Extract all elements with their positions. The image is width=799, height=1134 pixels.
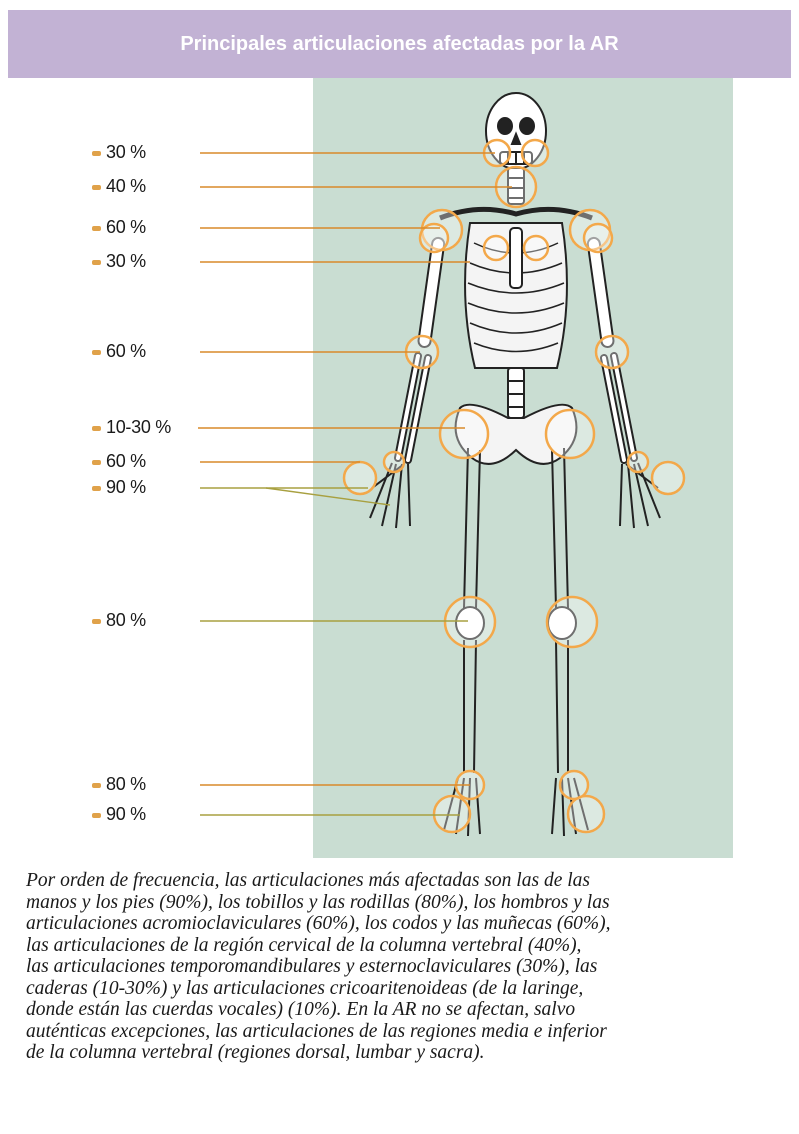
joint-highlight-ankle (560, 771, 588, 799)
percent-label-text: 60 % (106, 217, 146, 237)
percent-label-text: 80 % (106, 610, 146, 630)
joint-highlight-wrist (344, 462, 376, 494)
label-dash (92, 619, 101, 624)
percent-label-cervical: 40 % (92, 176, 146, 197)
caption-line: Por orden de frecuencia, las articulacio… (26, 870, 786, 892)
label-dash (92, 151, 101, 156)
caption-line: caderas (10-30%) y las articulaciones cr… (26, 978, 786, 1000)
joint-highlight-sternoclavicular (484, 236, 508, 260)
percent-label-text: 30 % (106, 142, 146, 162)
percent-label-hip: 10-30 % (92, 417, 171, 438)
percent-label-temporomandibular: 30 % (92, 142, 146, 163)
label-dash (92, 486, 101, 491)
joint-highlight-wrist (652, 462, 684, 494)
percent-label-text: 60 % (106, 341, 146, 361)
caption-line: donde están las cuerdas vocales) (10%). … (26, 999, 786, 1021)
caption-line: auténticas excepciones, las articulacion… (26, 1021, 786, 1043)
caption: Por orden de frecuencia, las articulacio… (26, 870, 786, 1064)
caption-line: manos y los pies (90%), los tobillos y l… (26, 892, 786, 914)
joint-highlight-foot (434, 796, 470, 832)
percent-label-text: 80 % (106, 774, 146, 794)
left-humerus (587, 237, 614, 348)
percent-label-knee: 80 % (92, 610, 146, 631)
percent-label-text: 30 % (106, 251, 146, 271)
sternum (510, 228, 522, 288)
joint-highlight-knee (547, 597, 597, 647)
label-dash (92, 460, 101, 465)
joint-highlight-shoulder (584, 224, 612, 252)
label-dash (92, 260, 101, 265)
percent-label-text: 40 % (106, 176, 146, 196)
percent-label-foot: 90 % (92, 804, 146, 825)
joint-highlight-wrist (628, 452, 648, 472)
label-dash (92, 813, 101, 818)
joint-highlight-temporomandibular (522, 140, 548, 166)
percent-label-ankle: 80 % (92, 774, 146, 795)
percent-label-elbow: 60 % (92, 341, 146, 362)
percent-label-text: 90 % (106, 477, 146, 497)
label-dash (92, 783, 101, 788)
caption-line: articulaciones acromioclaviculares (60%)… (26, 913, 786, 935)
clavicles (440, 209, 592, 218)
joint-highlight-foot (568, 796, 604, 832)
label-dash (92, 350, 101, 355)
caption-line: de la columna vertebral (regiones dorsal… (26, 1042, 786, 1064)
label-dash (92, 226, 101, 231)
page-title-text: Principales articulaciones afectadas por… (180, 33, 618, 56)
percent-label-wrist: 60 % (92, 451, 146, 472)
joint-highlight-knee (445, 597, 495, 647)
percent-label-shoulder: 60 % (92, 217, 146, 238)
joint-highlight-wrist (384, 452, 404, 472)
percent-label-text: 10-30 % (106, 417, 171, 437)
label-dash (92, 185, 101, 190)
joint-highlight-sternoclavicular (524, 236, 548, 260)
caption-line: las articulaciones de la región cervical… (26, 935, 786, 957)
caption-line: las articulaciones temporomandibulares y… (26, 956, 786, 978)
percent-label-sternoclavicular: 30 % (92, 251, 146, 272)
percent-label-hand: 90 % (92, 477, 146, 498)
percent-label-text: 60 % (106, 451, 146, 471)
joint-highlight-hip (546, 410, 594, 458)
label-dash (92, 426, 101, 431)
right-humerus (418, 237, 445, 348)
percent-label-text: 90 % (106, 804, 146, 824)
page-title: Principales articulaciones afectadas por… (8, 10, 791, 78)
joint-highlight-hip (440, 410, 488, 458)
joint-highlight-elbow (596, 336, 628, 368)
